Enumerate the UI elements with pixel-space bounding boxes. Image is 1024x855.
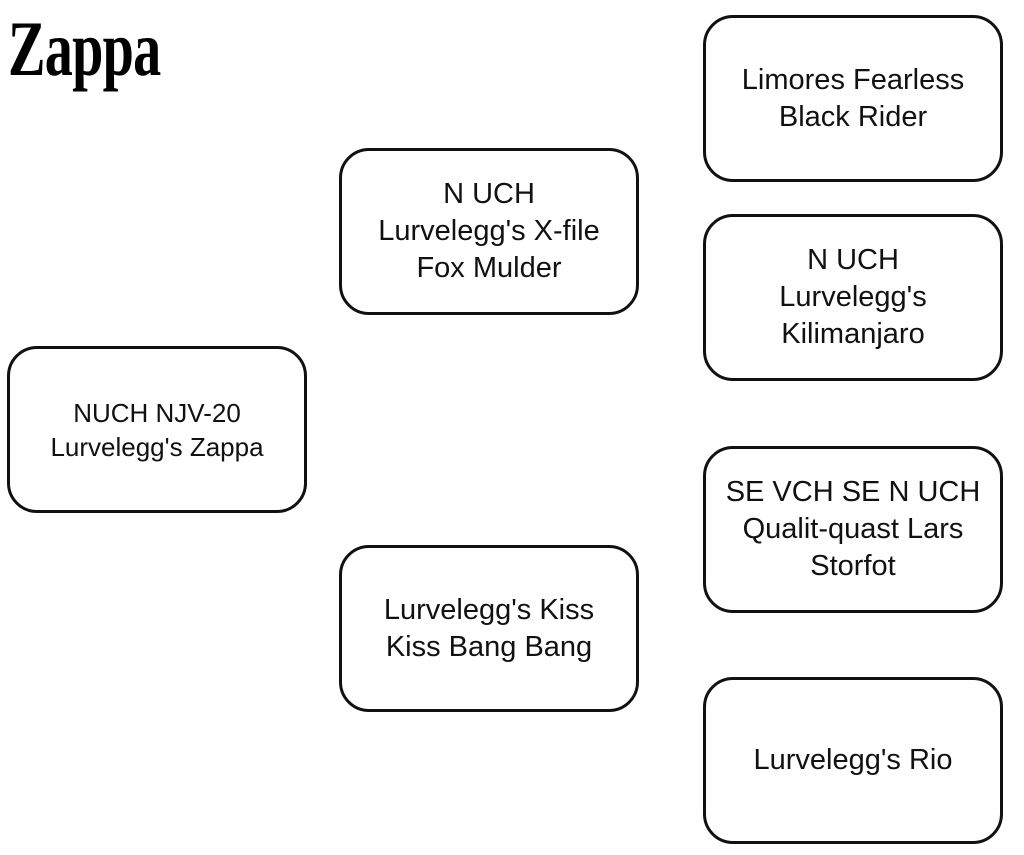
node-label: Lurvelegg's Rio — [753, 744, 953, 776]
pedigree-node-sire-dam: N UCH Lurvelegg's Kilimanjaro — [703, 214, 1003, 381]
node-label: NUCH NJV-20 Lurvelegg's Zappa — [50, 397, 264, 462]
node-label: Lurvelegg's Kiss Kiss Bang Bang — [383, 593, 595, 663]
pedigree-node-sire: N UCH Lurvelegg's X-file Fox Mulder — [339, 148, 639, 315]
pedigree-node-root: NUCH NJV-20 Lurvelegg's Zappa — [7, 346, 307, 513]
node-label: Limores Fearless Black Rider — [741, 63, 965, 133]
pedigree-node-sire-sire: Limores Fearless Black Rider — [703, 15, 1003, 182]
page-title: Zappa — [8, 5, 161, 92]
pedigree-node-dam-dam: Lurvelegg's Rio — [703, 677, 1003, 844]
pedigree-node-dam: Lurvelegg's Kiss Kiss Bang Bang — [339, 545, 639, 712]
node-label: N UCH Lurvelegg's Kilimanjaro — [779, 244, 927, 350]
node-label: SE VCH SE N UCH Qualit-quast Lars Storfo… — [725, 476, 981, 582]
node-label: N UCH Lurvelegg's X-file Fox Mulder — [378, 178, 600, 284]
pedigree-node-dam-sire: SE VCH SE N UCH Qualit-quast Lars Storfo… — [703, 446, 1003, 613]
